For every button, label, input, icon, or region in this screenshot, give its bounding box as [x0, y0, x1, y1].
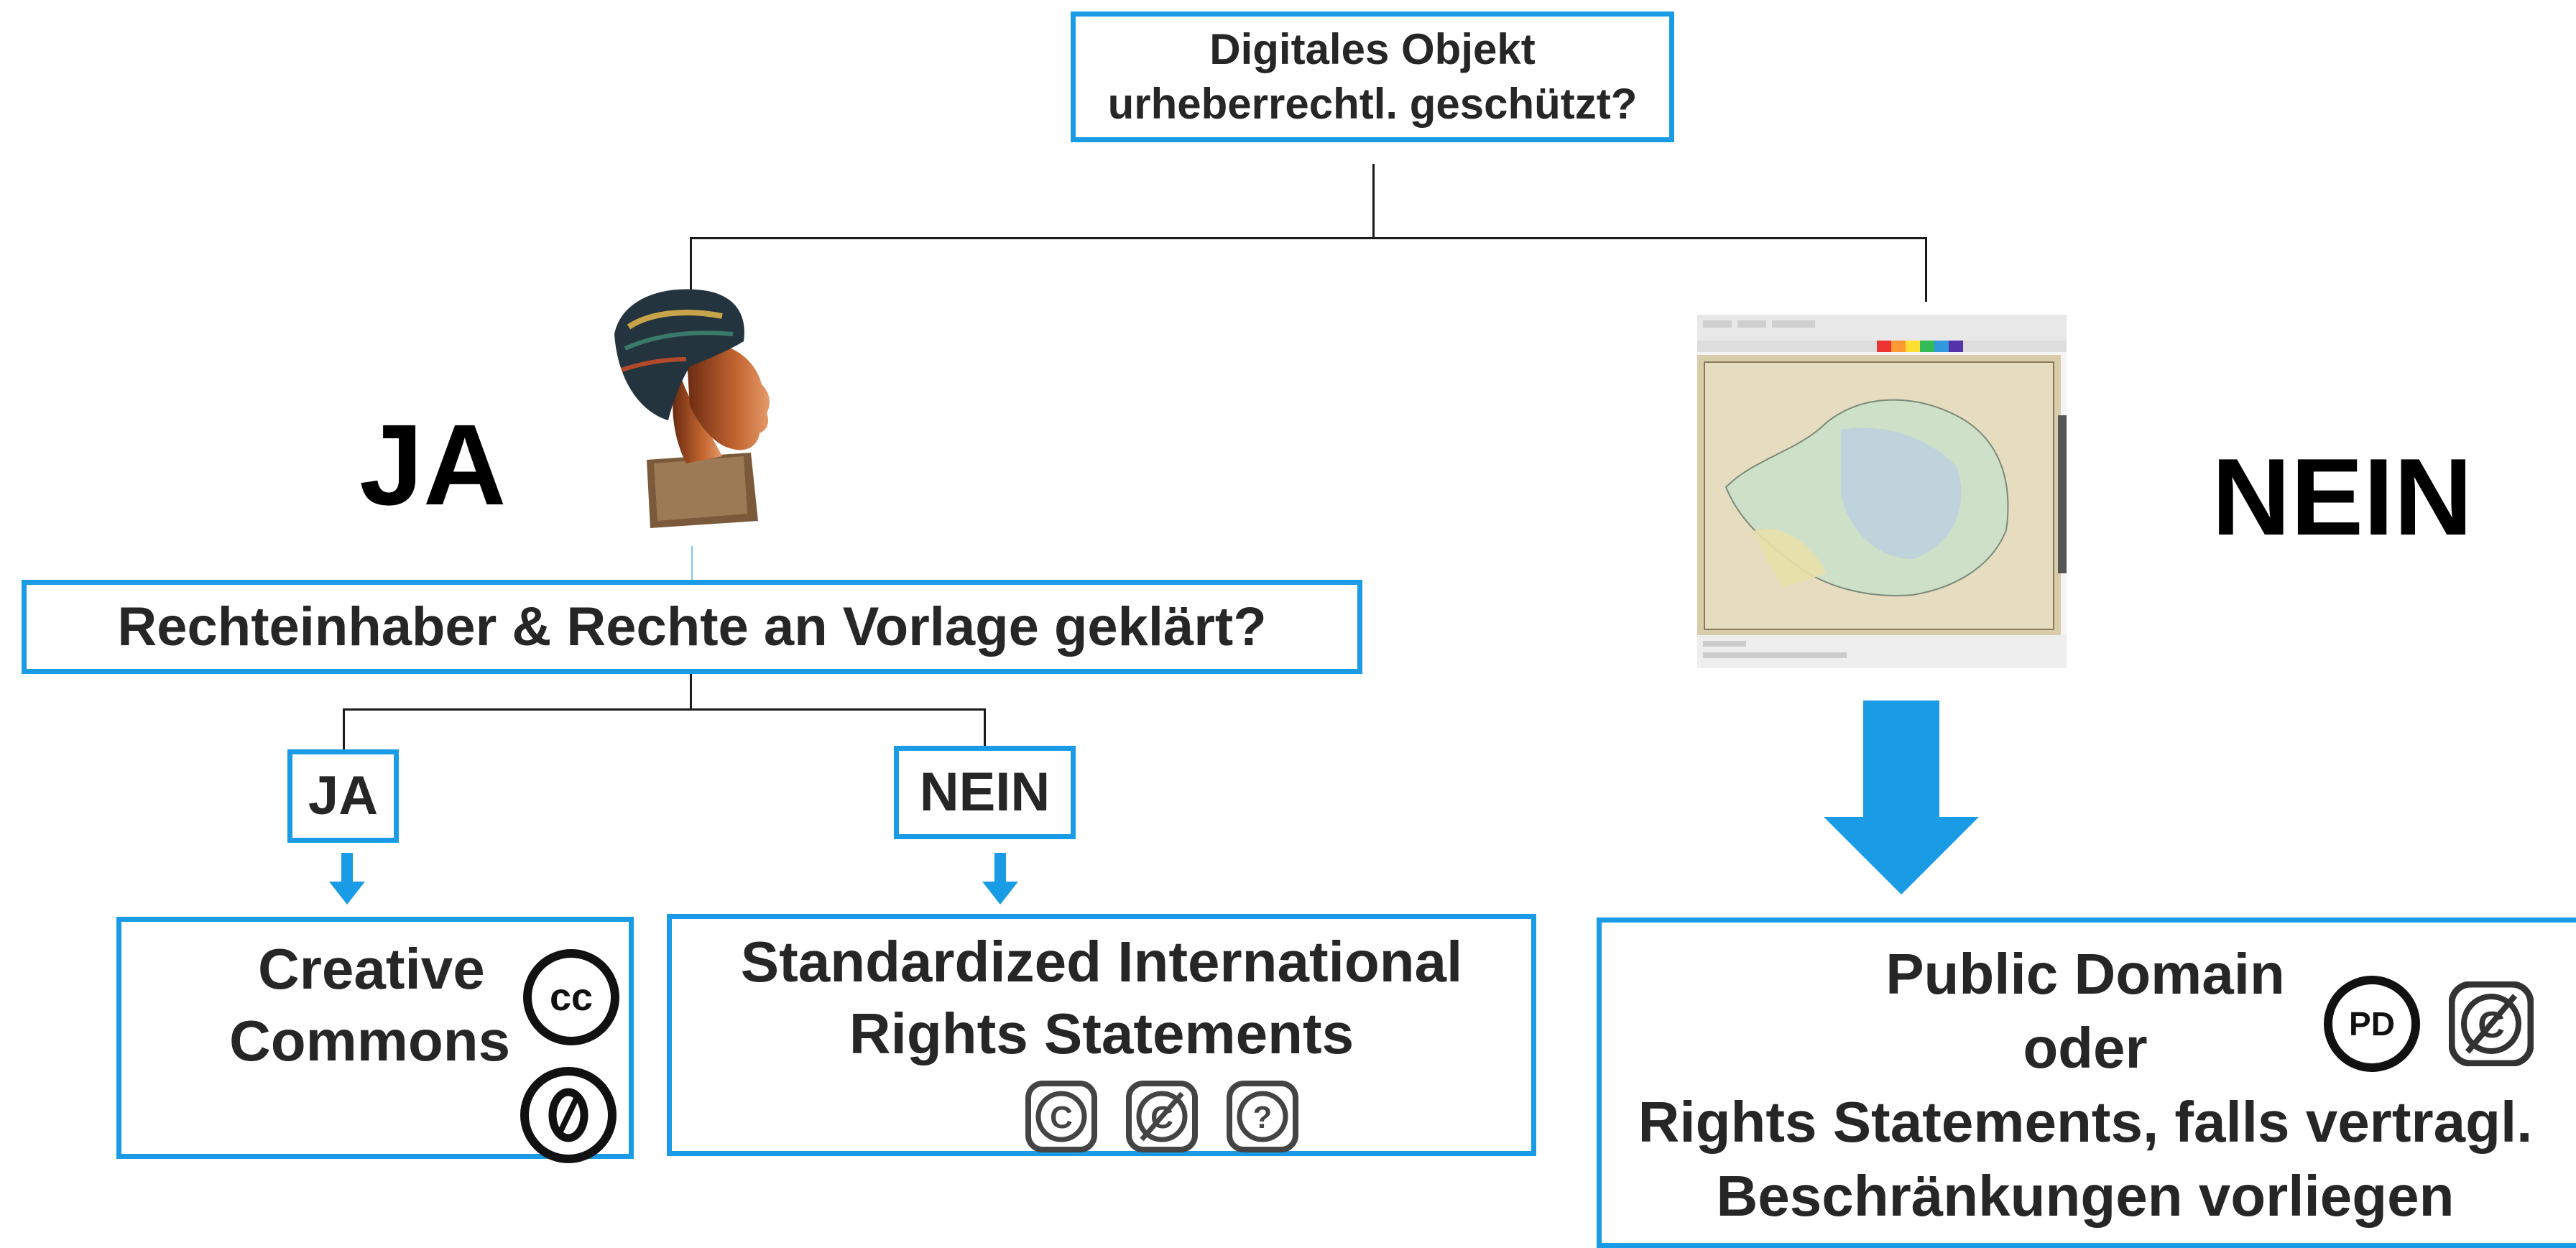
connector-sub-left	[343, 708, 345, 752]
connector-bust-down	[691, 546, 693, 581]
svg-text:PD: PD	[2349, 1005, 2395, 1043]
rights-holder-question-box: Rechteinhaber & Rechte an Vorlage geklär…	[22, 580, 1362, 674]
public-domain-box: Public Domain oder Rights Statements, fa…	[1597, 917, 2576, 1248]
connector-sub-right	[984, 708, 986, 752]
arrow-down-icon	[329, 853, 365, 905]
public-domain-line2: oder	[2023, 1016, 2148, 1080]
no-copyright-icon: C	[1126, 1081, 1198, 1152]
right-branch-label: NEIN	[2212, 436, 2473, 558]
connector-left-down	[690, 237, 692, 295]
arrow-down-icon	[1824, 701, 1979, 895]
rights-holder-question-text: Rechteinhaber & Rechte an Vorlage geklär…	[117, 596, 1267, 657]
svg-text:C: C	[1050, 1100, 1073, 1135]
sub-yes-label: JA	[308, 765, 379, 826]
copyright-icon: C	[1025, 1081, 1097, 1152]
root-question-line1: Digitales Objekt	[1209, 25, 1536, 73]
root-question-box: Digitales Objekt urheberrechtl. geschütz…	[1071, 11, 1674, 142]
nefertiti-bust-image	[614, 289, 770, 528]
rights-statements-box: Standardized International Rights Statem…	[667, 914, 1536, 1156]
no-copyright-icon: C	[2449, 981, 2534, 1066]
connector-root-down	[1372, 164, 1375, 239]
left-branch-label: JA	[359, 400, 507, 529]
connector-right-down	[1925, 237, 1927, 302]
root-question-line2: urheberrechtl. geschützt?	[1107, 80, 1638, 128]
connector-root-horizontal	[690, 237, 1927, 239]
connector-question-down	[690, 672, 692, 710]
sub-no-box: NEIN	[894, 746, 1076, 839]
sub-no-label: NEIN	[919, 762, 1051, 823]
creative-commons-line1: Creative	[258, 937, 485, 1001]
public-domain-line4: Beschränkungen vorliegen	[1716, 1164, 2455, 1228]
rights-statements-line2: Rights Statements	[849, 1002, 1354, 1066]
rights-statements-line1: Standardized International	[740, 930, 1463, 994]
public-domain-line3: Rights Statements, falls vertragl.	[1638, 1090, 2533, 1154]
svg-text:cc: cc	[550, 976, 593, 1019]
creative-commons-line2: Commons	[229, 1009, 511, 1073]
svg-text:?: ?	[1253, 1100, 1273, 1135]
sub-yes-box: JA	[287, 749, 399, 843]
public-domain-icon: PD	[2324, 976, 2420, 1072]
connector-sub-horizontal	[343, 708, 985, 711]
public-domain-line1: Public Domain	[1885, 942, 2285, 1006]
historic-map-image	[1697, 315, 2067, 668]
question-icon: ?	[1227, 1081, 1298, 1152]
cc-icon: cc	[523, 949, 619, 1045]
cc-zero-icon	[520, 1067, 617, 1163]
arrow-down-icon	[982, 853, 1018, 905]
